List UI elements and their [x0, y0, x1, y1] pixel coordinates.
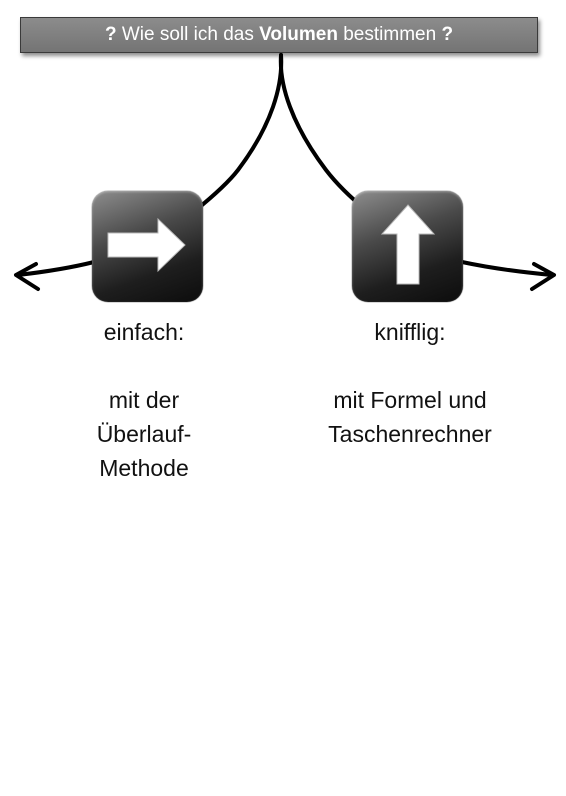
right-branch-line — [278, 53, 368, 212]
option-tricky-label: knifflig: mit Formel und Taschenrechner — [290, 315, 530, 451]
left-arrowhead-icon — [14, 262, 40, 291]
option-tricky-line-2: Taschenrechner — [328, 421, 492, 447]
option-easy-heading: einfach: — [103, 319, 185, 345]
question-keyword: Volumen — [259, 24, 338, 45]
option-tricky-heading: knifflig: — [374, 319, 446, 345]
option-tricky-spacer — [290, 349, 530, 383]
option-easy-spacer — [44, 349, 244, 383]
question-mark-left: ? — [104, 24, 117, 45]
option-easy-tile — [92, 191, 203, 302]
option-easy-line-1: mit der — [108, 387, 180, 413]
question-text-prefix: Wie soll ich das — [121, 24, 254, 45]
option-tricky-line-1: mit Formel und — [333, 387, 487, 413]
right-arrowhead-icon — [530, 262, 556, 291]
arrow-up-icon — [380, 204, 436, 285]
option-easy-line-2: Überlauf- — [96, 421, 192, 447]
option-tricky-tile — [352, 191, 463, 302]
left-outgoing-line — [16, 260, 96, 277]
left-branch-line — [194, 53, 284, 212]
right-outgoing-line — [460, 260, 554, 277]
option-easy-line-3: Methode — [99, 455, 189, 481]
question-banner: ? Wie soll ich das Volumen bestimmen ? — [20, 17, 538, 53]
question-text-suffix: bestimmen — [343, 24, 437, 45]
option-easy-label: einfach: mit der Überlauf- Methode — [44, 315, 244, 485]
arrow-right-icon — [107, 217, 186, 273]
question-mark-right: ? — [441, 24, 454, 45]
